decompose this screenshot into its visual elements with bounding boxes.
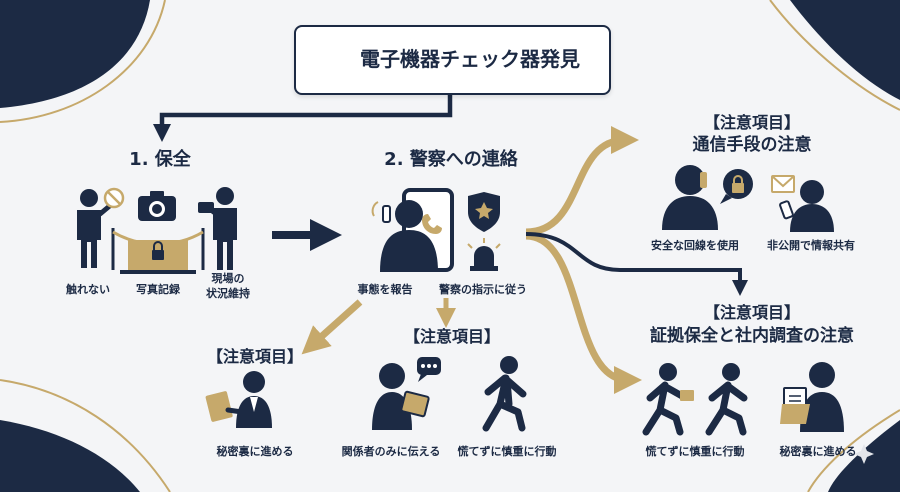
corner-decoration-top-left	[0, 0, 166, 123]
title-box	[294, 25, 611, 95]
note-evidence-item-careful: 慌てずに慎重に行動	[645, 445, 745, 458]
note-comm-item-private-share: 非公開で情報共有	[767, 239, 855, 252]
walking-person-icon	[482, 356, 527, 432]
note-comm-heading: 【注意項目】	[703, 113, 800, 132]
sparkle-icon	[854, 444, 874, 464]
note-center-item-careful: 慌てずに慎重に行動	[457, 445, 557, 458]
note-center-item-share: 関係者のみに伝える	[341, 445, 441, 458]
note-left-item-secret: 秘密裏に進める	[216, 445, 294, 458]
note-evidence-item-secret: 秘密裏に進める	[779, 445, 857, 458]
branch-to-note-comm	[525, 126, 639, 236]
clipboard-person-icon	[205, 371, 272, 428]
step1-heading: 1. 保全	[129, 149, 191, 170]
page-title: 電子機器チェック器発見	[360, 47, 580, 71]
walking-person-icon	[705, 363, 748, 436]
step2-item-report: 事態を報告	[357, 283, 413, 296]
note-evidence-subheading: 証拠保全と社内調査の注意	[650, 326, 854, 346]
step2-item-follow: 警察の指示に従う	[439, 283, 527, 296]
speech-bubble-icon	[417, 357, 441, 382]
corner-decoration-bottom-left	[0, 379, 171, 492]
no-touch-person-icon	[77, 187, 125, 268]
step1-item-photo: 写真記録	[136, 283, 180, 296]
note-evidence-heading: 【注意項目】	[703, 303, 800, 322]
branch-to-note-evidence	[525, 232, 642, 394]
police-badge-icon	[468, 192, 500, 232]
document-person-icon	[780, 362, 844, 432]
phone-user-icon	[662, 165, 718, 230]
step1-item-scene-line2: 状況維持	[206, 287, 250, 300]
tablet-person-icon	[372, 363, 430, 430]
note-left-heading: 【注意項目】	[206, 347, 303, 366]
connector-title-to-step1	[153, 92, 453, 142]
envelope-icon	[771, 175, 795, 193]
note-comm-subheading: 通信手段の注意	[692, 135, 812, 155]
walking-person-icon	[642, 363, 694, 436]
phone-caller-icon	[371, 200, 438, 272]
step2-heading: 2. 警察への連絡	[384, 149, 518, 170]
photographer-person-icon	[198, 187, 237, 270]
step1-item-no-touch: 触れない	[66, 283, 110, 296]
step1-item-scene-line1: 現場の	[211, 272, 245, 285]
cordoned-safe-icon	[111, 228, 205, 274]
note-center-heading: 【注意項目】	[403, 327, 500, 346]
note-comm-item-secure-line: 安全な回線を使用	[651, 239, 739, 252]
arrow-step2-to-note-left	[301, 299, 363, 355]
siren-icon	[467, 238, 501, 271]
texting-person-icon	[779, 180, 834, 232]
camera-icon	[138, 191, 176, 221]
corner-decoration-top-right	[769, 0, 900, 111]
branch-navy-to-note-evidence	[525, 232, 748, 296]
lock-bubble-icon	[720, 169, 753, 204]
